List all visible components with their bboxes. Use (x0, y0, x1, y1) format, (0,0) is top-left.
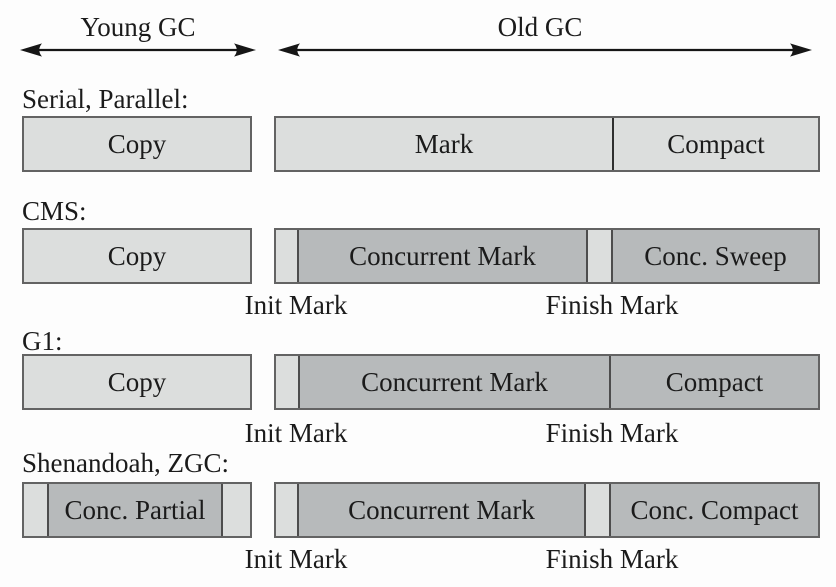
init-mark-pause-segment (276, 356, 298, 408)
bar-segment-concurrent-mark: Concurrent Mark (298, 356, 609, 408)
cms-old-bar: Concurrent Mark Conc. Sweep (274, 228, 820, 284)
bar-segment-compact: Compact (609, 356, 818, 408)
row-label-shenandoah-zgc: Shenandoah, ZGC: (22, 448, 229, 478)
bar-segment-mark: Mark (276, 118, 612, 170)
bar-segment-concurrent-mark: Concurrent Mark (297, 484, 586, 536)
shenandoah-young-bar: Conc. Partial (22, 482, 252, 538)
bar-segment-conc-partial: Conc. Partial (47, 484, 223, 536)
bar-segment-conc-sweep: Conc. Sweep (611, 230, 818, 282)
init-mark-label: Init Mark (244, 544, 348, 574)
init-mark-pause-segment (276, 484, 297, 536)
bar-segment-conc-compact: Conc. Compact (609, 484, 818, 536)
init-mark-label: Init Mark (244, 418, 348, 448)
header-span-arrows (20, 43, 812, 57)
old-gc-arrow-icon (278, 43, 812, 57)
init-mark-label: Init Mark (244, 290, 348, 320)
bar-segment-concurrent-mark: Concurrent Mark (297, 230, 588, 282)
finish-mark-label: Finish Mark (545, 418, 679, 448)
shenandoah-old-bar: Concurrent Mark Conc. Compact (274, 482, 820, 538)
g1-young-bar: Copy (22, 354, 252, 410)
init-mark-pause-segment (276, 230, 297, 282)
pause-segment (223, 484, 250, 536)
serial-young-bar: Copy (22, 116, 252, 172)
row-label-g1: G1: (22, 326, 63, 356)
finish-mark-pause-segment (586, 484, 609, 536)
finish-mark-label: Finish Mark (545, 290, 679, 320)
pause-segment (24, 484, 47, 536)
row-label-serial-parallel: Serial, Parallel: (22, 84, 189, 114)
old-gc-span-label: Old GC (497, 12, 583, 42)
finish-mark-pause-segment (588, 230, 611, 282)
bar-segment-copy: Copy (24, 230, 250, 282)
finish-mark-label: Finish Mark (545, 544, 679, 574)
row-label-cms: CMS: (22, 196, 87, 226)
young-gc-arrow-icon (20, 43, 256, 57)
g1-old-bar: Concurrent Mark Compact (274, 354, 820, 410)
bar-segment-copy: Copy (24, 118, 250, 170)
bar-segment-copy: Copy (24, 356, 250, 408)
young-gc-span-label: Young GC (80, 12, 196, 42)
bar-segment-compact: Compact (612, 118, 818, 170)
serial-old-bar: Mark Compact (274, 116, 820, 172)
cms-young-bar: Copy (22, 228, 252, 284)
